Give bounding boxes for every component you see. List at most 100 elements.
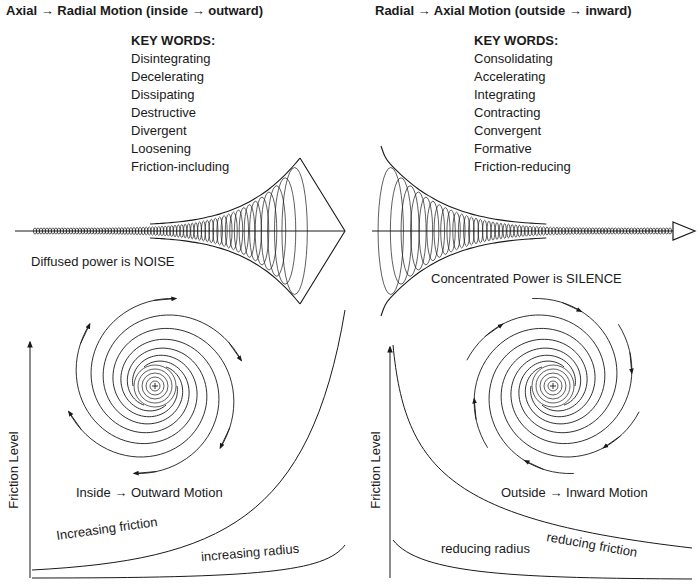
keywords-heading: KEY WORDS: <box>473 34 559 49</box>
coil-loop <box>274 178 295 284</box>
flow-arrow <box>630 353 632 374</box>
friction-curve <box>32 310 345 570</box>
coil-loop <box>447 210 455 252</box>
keyword: Decelerating <box>130 70 205 85</box>
coil-loop <box>668 228 671 234</box>
motion-caption: Inside → Outward Motion <box>75 486 224 501</box>
motion-caption: Outside → Inward Motion <box>500 486 649 501</box>
coil-loop <box>659 228 662 234</box>
coil-loop <box>507 224 510 238</box>
coil-windings <box>33 168 307 295</box>
coil-loop <box>148 227 151 235</box>
coil-loop <box>598 228 601 234</box>
coil-loop <box>225 214 232 248</box>
coil-loop <box>562 228 565 235</box>
coil-loop <box>633 228 636 234</box>
coil-loop <box>542 227 545 235</box>
curve-label: Increasing friction <box>54 515 159 544</box>
coil-loop <box>639 228 642 234</box>
coil-loop <box>282 168 307 295</box>
keyword: Convergent <box>473 124 542 139</box>
coil-loop <box>539 227 542 236</box>
inner-ring <box>548 381 558 391</box>
coil-loop <box>191 223 194 239</box>
coil-loop <box>623 228 626 234</box>
coil-loop <box>483 220 487 242</box>
coil-loop <box>167 226 170 236</box>
coil-loop <box>662 228 665 234</box>
y-axis <box>30 342 31 578</box>
inner-ring <box>142 373 168 399</box>
radius-curve <box>393 540 692 579</box>
inner-ring <box>134 365 176 407</box>
coil-loop <box>198 222 202 240</box>
coil-loop <box>499 223 502 239</box>
keyword: Formative <box>473 142 533 157</box>
coil-windings <box>378 168 672 295</box>
spiral-arm <box>467 315 605 424</box>
inner-ring <box>138 369 172 403</box>
coil-loop <box>636 228 639 234</box>
flow-arrow <box>525 461 544 470</box>
slogan: Concentrated Power is SILENCE <box>430 272 623 287</box>
coil-loop <box>487 221 491 241</box>
coil-loop <box>649 228 652 234</box>
coil-loop <box>525 226 528 236</box>
keyword: Consolidating <box>473 52 554 67</box>
coil-loop <box>154 227 157 236</box>
coil-loop <box>652 228 655 234</box>
coil-loop <box>164 226 167 236</box>
coil-loop <box>491 222 495 240</box>
coil-loop <box>601 228 604 234</box>
center-mark <box>553 383 554 389</box>
coil-loop <box>180 225 183 238</box>
keyword: Divergent <box>130 124 188 139</box>
coil-loop <box>555 227 558 234</box>
coil-loop <box>142 227 145 235</box>
coil-loop <box>511 225 514 238</box>
flow-arrow <box>603 436 620 448</box>
coil-loop <box>160 226 163 235</box>
inner-ring <box>146 377 164 395</box>
inner-ring <box>532 365 574 407</box>
coil-loop <box>434 205 445 258</box>
coil-loop <box>665 228 668 234</box>
spiral-arm <box>511 324 632 443</box>
keyword: Loosening <box>130 142 192 157</box>
coil-loop <box>145 227 148 235</box>
spiral-vortex <box>69 299 242 474</box>
inner-ring <box>540 373 566 399</box>
coil-loop <box>173 225 176 237</box>
curve-label: increasing radius <box>200 542 301 566</box>
coil-loop <box>581 228 584 234</box>
coil-loop <box>528 226 531 236</box>
coil-loop <box>646 228 649 234</box>
spiral-arm <box>69 348 207 457</box>
coil-loop <box>411 192 427 270</box>
coil-loop <box>441 208 450 255</box>
flow-arrow <box>69 411 82 429</box>
coil-loop <box>614 228 617 234</box>
coil-loop <box>503 224 506 239</box>
coil-loop <box>549 227 552 235</box>
keyword: Integrating <box>473 88 536 103</box>
friction-curve <box>393 345 692 548</box>
spiral-vortex <box>467 299 639 474</box>
keyword: Contracting <box>473 106 541 121</box>
coil-loop <box>620 228 623 234</box>
flow-arrow <box>80 324 89 344</box>
coil-loop <box>565 228 568 235</box>
coil-loop <box>151 227 154 235</box>
coil-loop <box>194 222 197 239</box>
keyword: Friction-including <box>130 160 230 175</box>
coil-loop <box>630 228 633 234</box>
coil-loop <box>234 210 242 252</box>
coil-loop <box>594 228 597 234</box>
inner-ring <box>150 381 160 391</box>
coil-loop <box>578 228 581 234</box>
spiral-arm <box>103 315 241 424</box>
coil-loop <box>588 228 591 234</box>
keywords-heading: KEY WORDS: <box>130 34 216 49</box>
